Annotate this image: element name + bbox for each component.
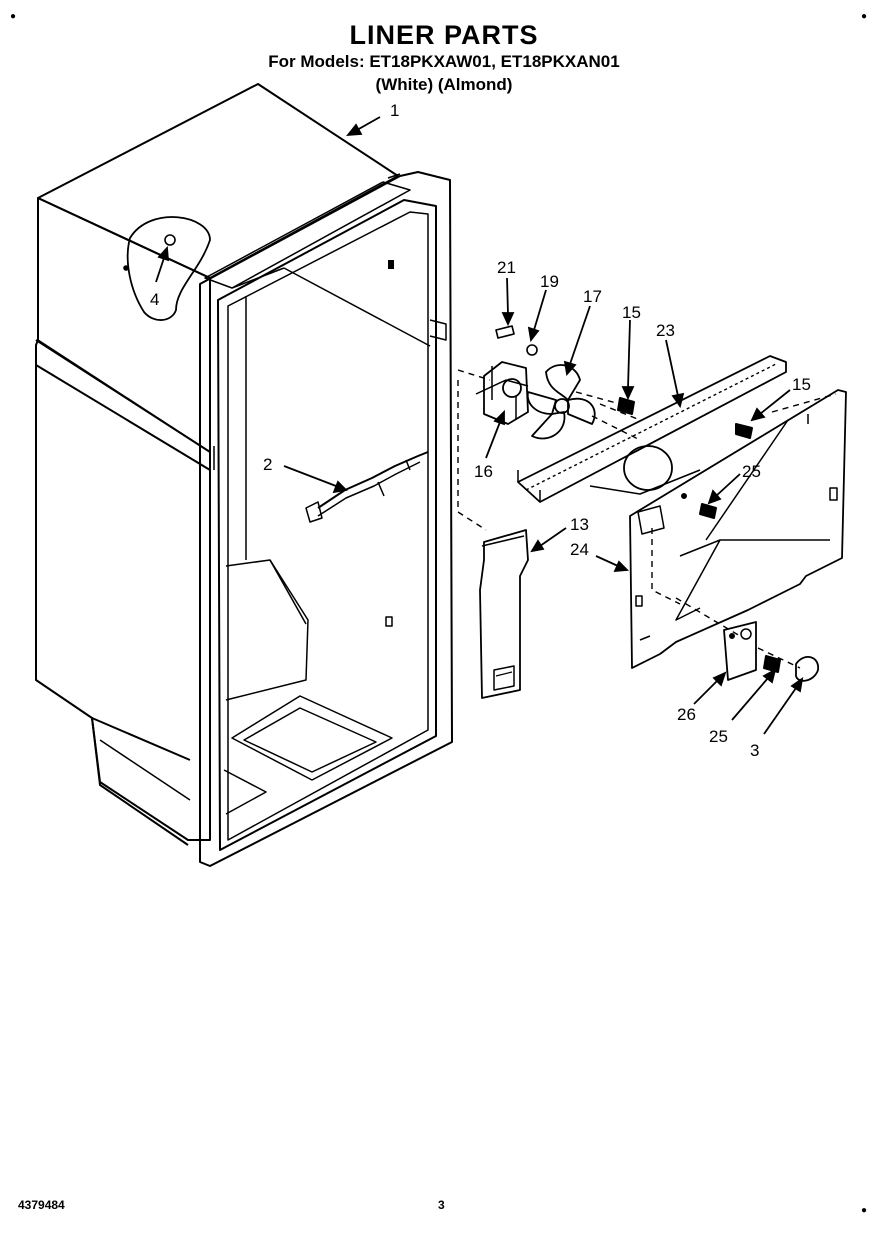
part-15-screw-a bbox=[617, 397, 635, 415]
callout-13: 13 bbox=[570, 515, 589, 534]
part-25-screw-upper bbox=[699, 503, 717, 519]
part-3-cap bbox=[795, 656, 819, 682]
callout-26: 26 bbox=[677, 705, 696, 724]
part-17-fan-blade bbox=[526, 364, 596, 440]
liner-opening bbox=[217, 199, 437, 851]
callout-labels: 1 4 2 21 19 17 15 23 15 16 25 13 24 26 2… bbox=[150, 101, 811, 760]
part-4-plate bbox=[123, 216, 211, 321]
callout-1: 1 bbox=[390, 101, 399, 120]
liner-left-face bbox=[35, 197, 211, 841]
liner-front-flange bbox=[199, 171, 453, 867]
liner-divider-band bbox=[35, 339, 211, 471]
document-number: 4379484 bbox=[18, 1198, 65, 1212]
part-16-fan-motor bbox=[475, 361, 529, 425]
callout-25b: 25 bbox=[709, 727, 728, 746]
liner-cabinet bbox=[35, 83, 453, 867]
callout-25: 25 bbox=[742, 462, 761, 481]
part-2-harness bbox=[305, 451, 429, 523]
callout-15b: 15 bbox=[792, 375, 811, 394]
part-13-evaporator-cover bbox=[479, 529, 529, 699]
finishes-line: (White) (Almond) bbox=[375, 75, 513, 94]
liner-top-face bbox=[37, 83, 399, 279]
callout-24: 24 bbox=[570, 540, 589, 559]
leader-arrows bbox=[155, 116, 804, 735]
liner-bottom-box bbox=[91, 717, 191, 846]
registration-mark-top-right: ● bbox=[861, 11, 868, 22]
callout-19: 19 bbox=[540, 272, 559, 291]
part-21-screw bbox=[495, 325, 515, 339]
registration-mark-bottom-right: ● bbox=[861, 1205, 868, 1216]
callout-16: 16 bbox=[474, 462, 493, 481]
models-line: For Models: ET18PKXAW01, ET18PKXAN01 bbox=[268, 52, 620, 71]
registration-mark-top-left: ● bbox=[10, 11, 17, 22]
callout-2: 2 bbox=[263, 455, 272, 474]
page-title: LINER PARTS bbox=[349, 20, 539, 50]
part-25-screw-lower bbox=[763, 655, 781, 673]
callout-17: 17 bbox=[583, 287, 602, 306]
part-19-washer bbox=[526, 344, 538, 356]
callout-21: 21 bbox=[497, 258, 516, 277]
page-number: 3 bbox=[438, 1198, 445, 1212]
part-15-screw-b bbox=[735, 423, 753, 439]
callout-3: 3 bbox=[750, 741, 759, 760]
callout-15: 15 bbox=[622, 303, 641, 322]
part-23-fan-shroud bbox=[517, 355, 787, 503]
callout-4: 4 bbox=[150, 290, 159, 309]
part-26-plate bbox=[723, 621, 757, 681]
assembly-lines bbox=[457, 369, 837, 669]
callout-23: 23 bbox=[656, 321, 675, 340]
part-24-evaporator-panel bbox=[629, 389, 847, 669]
